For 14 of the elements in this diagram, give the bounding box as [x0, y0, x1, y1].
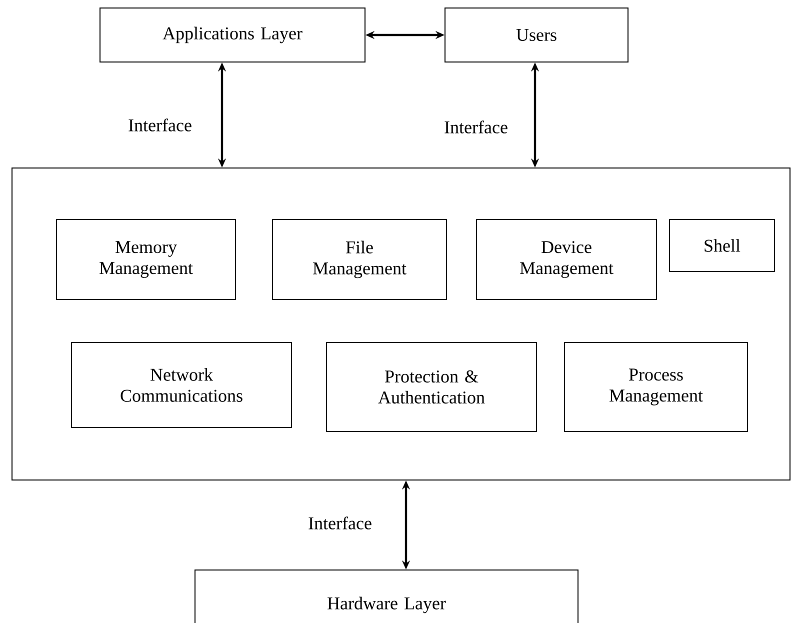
- kernel-box: [12, 168, 790, 480]
- module-box: Network Communications: [71, 342, 292, 428]
- module-box: Process Management: [564, 342, 748, 432]
- edge-label: Interface: [442, 118, 510, 136]
- layer-box: Users: [444, 8, 628, 62]
- module-box: Device Management: [476, 219, 657, 300]
- module-box: Protection & Authentication: [326, 342, 537, 432]
- module-box: Memory Management: [56, 219, 236, 300]
- layer-box: Hardware Layer: [194, 570, 578, 623]
- layer-box: Applications Layer: [100, 8, 366, 62]
- edge-label: Interface: [126, 116, 194, 134]
- edge-label: Interface: [306, 514, 374, 532]
- module-box: Shell: [669, 219, 775, 272]
- module-box: File Management: [272, 219, 447, 300]
